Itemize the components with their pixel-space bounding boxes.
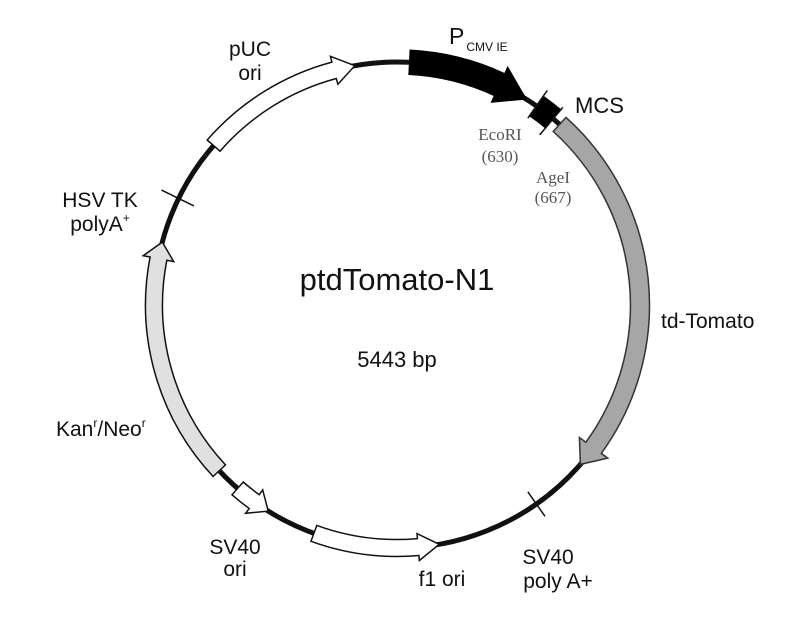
sv40-polya-label-line2: poly A+: [523, 570, 592, 593]
puc-ori-label-line1: pUC: [229, 38, 271, 61]
hsv-tk-polya-label-line2: polyA+: [70, 211, 130, 236]
puc-ori-arrow: [206, 55, 357, 153]
ecori-name: EcoRI: [478, 125, 522, 144]
mcs-label: MCS: [575, 93, 624, 118]
sv40-ori-arrow: [230, 480, 270, 515]
f1-ori-label: f1 ori: [419, 568, 466, 591]
hsv-tk-polya-label-line1: HSV TK: [62, 189, 137, 212]
agei-name: AgeI: [536, 168, 570, 187]
ecori-tick: [527, 89, 548, 119]
cmv-promoter-arrow: [408, 49, 528, 103]
feature-arrows: [141, 49, 651, 562]
td-tomato-label: td-Tomato: [661, 310, 754, 333]
sv40-polya-label-line1: SV40: [522, 546, 573, 569]
f1-ori-arrow: [310, 524, 441, 562]
agei-position: (667): [535, 188, 572, 207]
site-ticks: [161, 89, 564, 517]
puc-ori-label-line2: ori: [238, 62, 261, 85]
ecori-position: (630): [482, 147, 519, 166]
kan-neo-label: Kanr/Neor: [56, 416, 146, 441]
sv40-polya-tick: [527, 491, 546, 517]
td-tomato-arrow: [552, 116, 651, 466]
hsv-tk-polya-tick: [161, 189, 195, 207]
agei-tick: [539, 106, 564, 136]
plasmid-name: ptdTomato-N1: [300, 262, 495, 297]
sv40-ori-label-line2: ori: [223, 558, 246, 581]
plasmid-size: 5443 bp: [357, 347, 437, 372]
sv40-ori-label-line1: SV40: [209, 536, 260, 559]
kan-neo-arrow: [141, 241, 227, 478]
